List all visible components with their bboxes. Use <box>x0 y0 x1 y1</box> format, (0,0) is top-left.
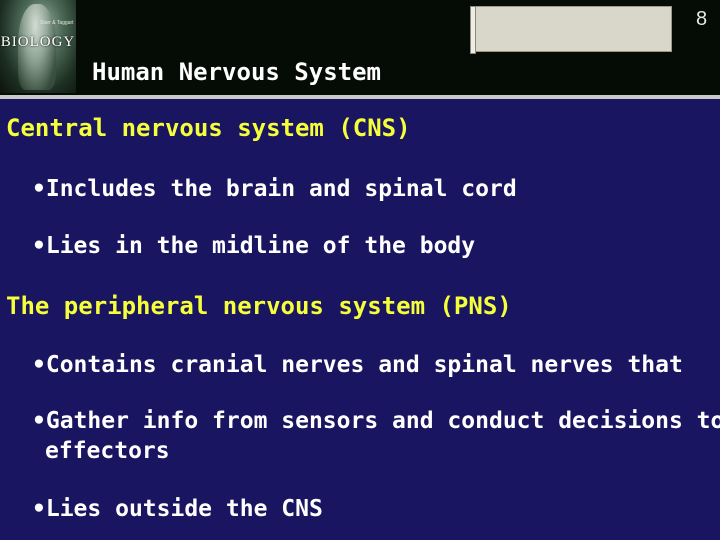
bullet-item: Lies outside the CNS <box>32 496 323 522</box>
slide-title: Human Nervous System <box>92 58 381 86</box>
scroll-graphic <box>470 6 672 54</box>
logo-text: BIOLOGY <box>0 34 76 50</box>
pns-heading: The peripheral nervous system (PNS) <box>6 292 512 320</box>
bullet-item: Includes the brain and spinal cord <box>32 176 517 202</box>
bullet-text: Contains cranial nerves and spinal nerve… <box>45 352 683 378</box>
bullet-icon <box>32 496 46 522</box>
bullet-text: Gather info from sensors and conduct dec… <box>45 408 720 434</box>
page-number: 8 <box>696 8 708 30</box>
bullet-text: Lies outside the CNS <box>45 496 323 522</box>
bullet-icon <box>32 352 46 378</box>
bullet-item: Lies in the midline of the body <box>32 233 475 259</box>
scroll-rod <box>470 6 476 54</box>
bullet-icon <box>32 233 46 259</box>
bullet-item: Gather info from sensors and conduct dec… <box>32 408 720 434</box>
bullet-icon <box>32 176 46 202</box>
bullet-text: Includes the brain and spinal cord <box>45 176 517 202</box>
logo-figure-image <box>18 4 56 90</box>
bullet-continuation: effectors <box>45 438 170 464</box>
cns-heading: Central nervous system (CNS) <box>6 114 411 142</box>
header-divider <box>0 95 720 99</box>
bullet-text: Lies in the midline of the body <box>45 233 476 259</box>
logo-subtext: Starr & Taggart <box>40 20 74 26</box>
bullet-item: Contains cranial nerves and spinal nerve… <box>32 352 683 378</box>
bullet-icon <box>32 408 46 434</box>
biology-book-logo: Starr & Taggart BIOLOGY <box>0 0 76 93</box>
